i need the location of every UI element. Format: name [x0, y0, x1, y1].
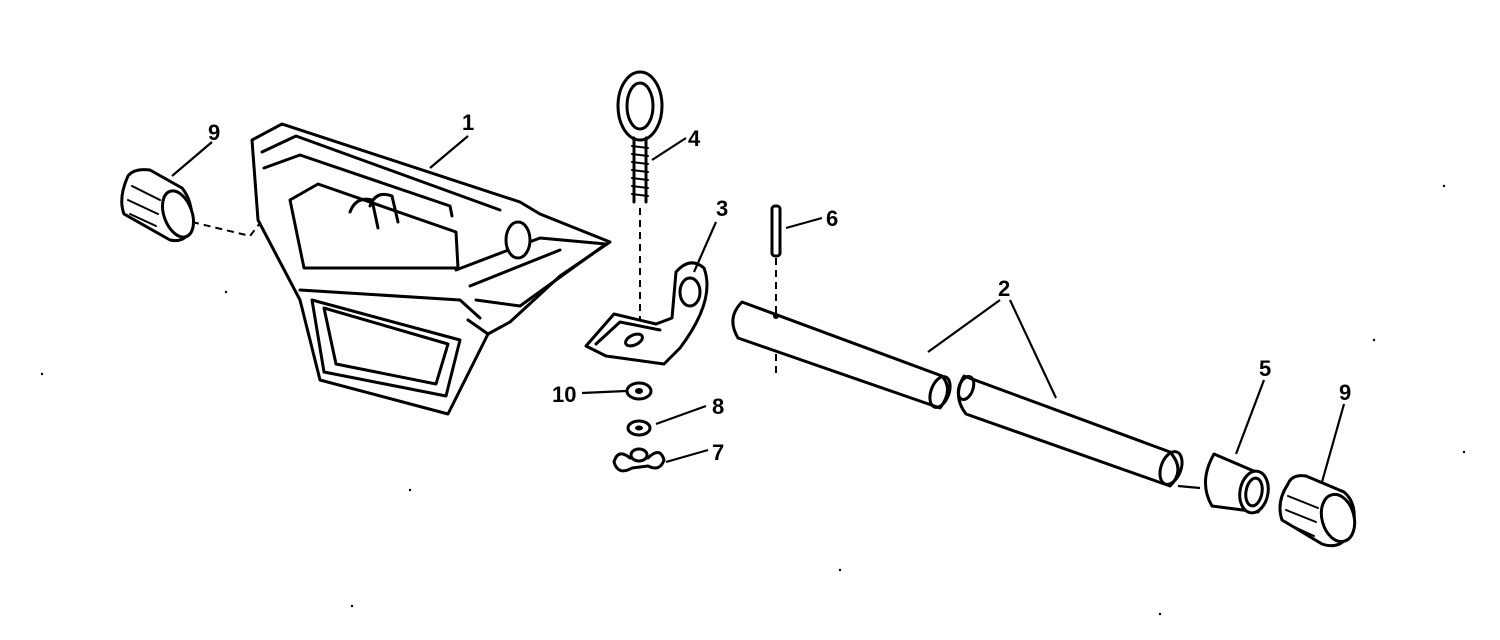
sleeve: [1204, 452, 1270, 515]
callout-5: 5: [1259, 356, 1271, 381]
callout-3: 3: [716, 196, 728, 221]
callout-8: 8: [712, 394, 724, 419]
leader-4: [651, 137, 687, 161]
leader-9-right: [1320, 403, 1346, 483]
leader-7: [665, 448, 709, 464]
leader-8: [655, 404, 707, 426]
leader-6: [785, 216, 823, 230]
callout-9-right: 9: [1339, 380, 1351, 405]
leader-5: [1234, 379, 1266, 455]
washer: [626, 419, 652, 437]
callout-1: 1: [462, 110, 474, 135]
tube: [731, 300, 1184, 488]
leader-1: [429, 135, 469, 169]
eye-bolt: [616, 70, 664, 204]
leader-2a: [927, 299, 1001, 353]
callout-4: 4: [688, 126, 701, 151]
callout-2: 2: [998, 276, 1010, 301]
callout-labels: 1 2 3 4 5 6 7 8 9 9 10: [208, 110, 1351, 465]
pin: [770, 204, 782, 258]
leader-2b: [1009, 299, 1057, 399]
dashed-line-sleeve: [1177, 484, 1201, 490]
callout-9-left: 9: [208, 120, 220, 145]
grip-left: [120, 168, 196, 243]
mounting-clip: [584, 261, 709, 366]
scan-specks: [40, 184, 1466, 616]
leader-9-left: [171, 141, 213, 177]
leader-3: [692, 221, 718, 273]
leader-10: [581, 389, 627, 395]
bracket: [250, 122, 612, 416]
wing-nut: [612, 447, 666, 473]
lock-washer: [625, 381, 653, 401]
leader-lines: [171, 135, 1346, 483]
callout-7: 7: [712, 440, 724, 465]
callout-6: 6: [826, 206, 838, 231]
callout-10: 10: [552, 382, 576, 407]
grip-right: [1278, 474, 1357, 548]
